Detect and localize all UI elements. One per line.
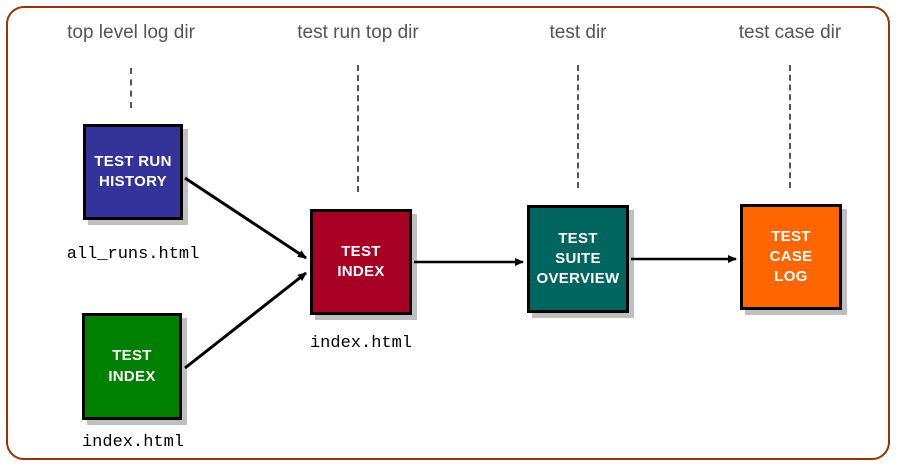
node-test-suite-overview-line-1: TEST: [558, 229, 598, 247]
node-test-case-log-line-3: LOG: [774, 268, 808, 286]
node-test-suite-overview-line-2: SUITE: [555, 249, 601, 267]
node-test-run-history-line-2: HISTORY: [99, 173, 167, 190]
node-test-case-log-line-1: TEST: [771, 227, 811, 245]
node-test-index-green-line-2: INDEX: [108, 367, 156, 385]
edge-test-run-history-to-test-index: [184, 176, 307, 260]
caption-index-html-green: index.html: [81, 433, 185, 452]
column-header-top-level-log-dir: top level log dir: [67, 22, 195, 43]
column-header-test-case-dir: test case dir: [738, 22, 842, 43]
column-header-test-run-top-dir: test run top dir: [297, 22, 419, 43]
dashed-connector-test-dir: [577, 65, 579, 188]
dashed-connector-test-case-dir: [789, 65, 791, 188]
node-test-index-red-line-1: TEST: [341, 242, 381, 260]
node-test-case-log[interactable]: TEST CASE LOG: [740, 204, 842, 310]
node-test-index-red-line-2: INDEX: [337, 263, 385, 280]
node-test-index-green-line-1: TEST: [112, 347, 152, 365]
edge-test-index-green-to-test-index-red: [184, 271, 307, 370]
node-test-index-red[interactable]: TEST INDEX: [310, 209, 412, 315]
dashed-connector-test-run-top-dir: [357, 65, 359, 192]
node-test-case-log-line-2: CASE: [769, 247, 813, 265]
node-test-run-history[interactable]: TEST RUN HISTORY: [83, 124, 183, 220]
caption-index-html-red: index.html: [309, 334, 413, 353]
dashed-connector-top-level-log-dir: [130, 68, 132, 108]
column-header-test-dir: test dir: [549, 22, 607, 43]
caption-all-runs-html: all_runs.html: [66, 245, 200, 264]
node-test-suite-overview[interactable]: TEST SUITE OVERVIEW: [527, 205, 629, 313]
node-test-index-green[interactable]: TEST INDEX: [82, 313, 182, 420]
node-test-suite-overview-line-3: OVERVIEW: [536, 270, 620, 288]
node-test-run-history-line-1: TEST RUN: [94, 152, 172, 170]
